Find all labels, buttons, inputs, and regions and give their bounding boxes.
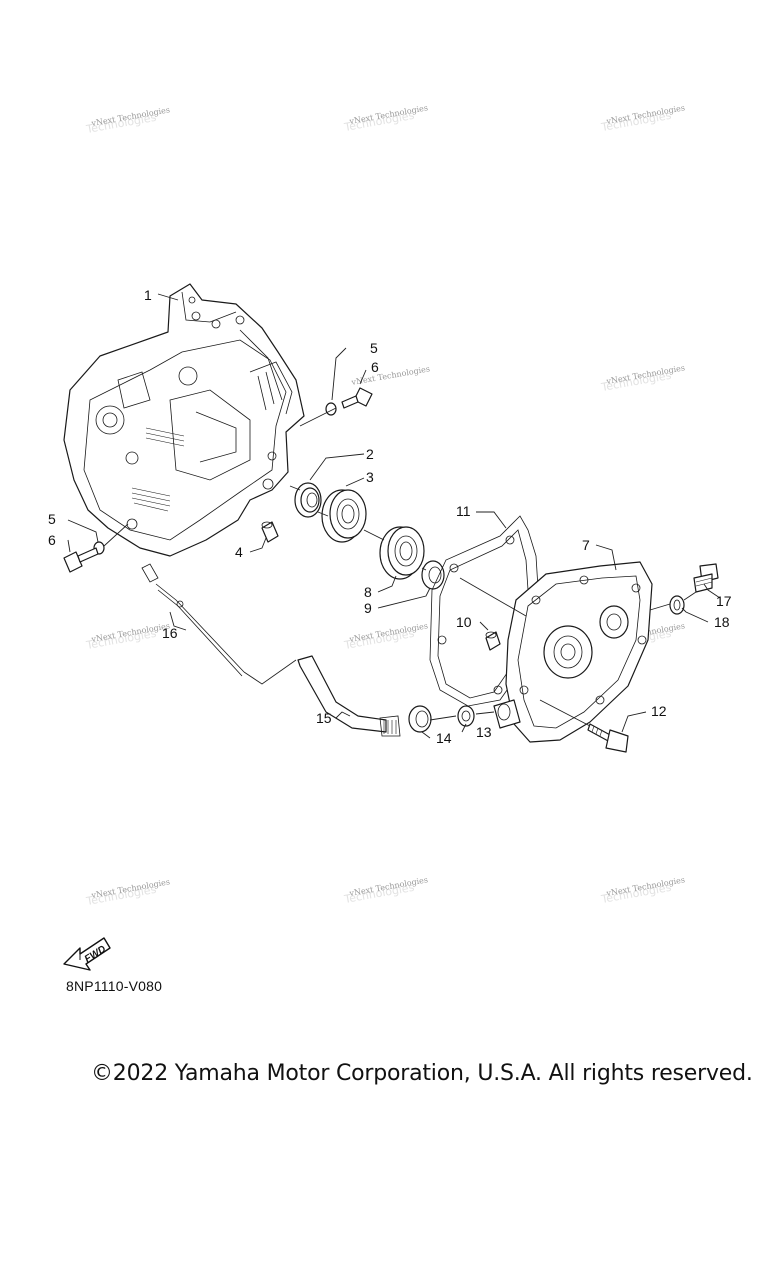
callout-1: 1 xyxy=(144,287,152,303)
callout-14: 14 xyxy=(436,730,452,746)
callout-18: 18 xyxy=(714,614,730,630)
callout-labels: 1 2 3 4 5 6 5 6 7 8 9 10 11 12 13 14 15 … xyxy=(48,287,732,746)
callout-6-left: 6 xyxy=(48,532,56,548)
callout-5-left: 5 xyxy=(48,511,56,527)
washer-bolt-right xyxy=(325,387,373,416)
dowel-pin-part-10 xyxy=(485,631,501,651)
bearing-part-3 xyxy=(321,489,367,543)
watermark: Technologies vNext Technologies xyxy=(599,363,685,394)
oil-fill-tube-part xyxy=(297,655,401,737)
bearing-part-8 xyxy=(379,526,425,580)
diagram-code: 8NP1110-V080 xyxy=(66,978,163,994)
callout-2: 2 xyxy=(366,446,374,462)
callout-15: 15 xyxy=(316,710,332,726)
washer-bolt-left xyxy=(63,541,105,573)
cap-part-14 xyxy=(408,705,432,733)
svg-text:vNext Technologies: vNext Technologies xyxy=(350,364,431,387)
watermark: Technologies vNext Technologies xyxy=(342,875,428,906)
watermark: Technologies vNext Technologies xyxy=(342,621,428,652)
o-ring-part-18 xyxy=(669,595,685,615)
dowel-pin-part xyxy=(261,521,279,543)
crankcase-cover-part xyxy=(493,561,653,743)
callout-8: 8 xyxy=(364,584,372,600)
watermark: Technologies vNext Technologies xyxy=(599,103,685,134)
o-ring-part-13 xyxy=(457,705,475,727)
callout-7: 7 xyxy=(582,537,590,553)
watermark: Technologies vNext Technologies xyxy=(84,877,170,908)
watermark: Technologies vNext Technologies xyxy=(342,103,428,134)
callout-16: 16 xyxy=(162,625,178,641)
leader-lines xyxy=(67,293,721,739)
oil-seal-part-9 xyxy=(421,560,445,590)
callout-17: 17 xyxy=(716,593,732,609)
crankcase-part xyxy=(63,283,305,557)
watermark: Technologies vNext Technologies xyxy=(84,105,170,136)
callout-4: 4 xyxy=(235,544,243,560)
dipstick-part xyxy=(141,563,245,677)
bolt-part-12 xyxy=(587,723,629,753)
oil-seal-part xyxy=(294,482,322,518)
fwd-arrow-icon: FWD xyxy=(63,937,111,971)
callout-10: 10 xyxy=(456,614,472,630)
copyright-notice: ©2022 Yamaha Motor Corporation, U.S.A. A… xyxy=(91,1061,753,1086)
watermark: vNext Technologies xyxy=(350,364,431,387)
watermark: Technologies vNext Technologies xyxy=(599,875,685,906)
callout-13: 13 xyxy=(476,724,492,740)
callout-9: 9 xyxy=(364,600,372,616)
callout-12: 12 xyxy=(651,703,667,719)
callout-11: 11 xyxy=(456,503,471,519)
callout-5-right: 5 xyxy=(370,340,378,356)
watermark: Technologies vNext Technologies xyxy=(84,621,170,652)
callout-6-right: 6 xyxy=(371,359,379,375)
callout-3: 3 xyxy=(366,469,374,485)
